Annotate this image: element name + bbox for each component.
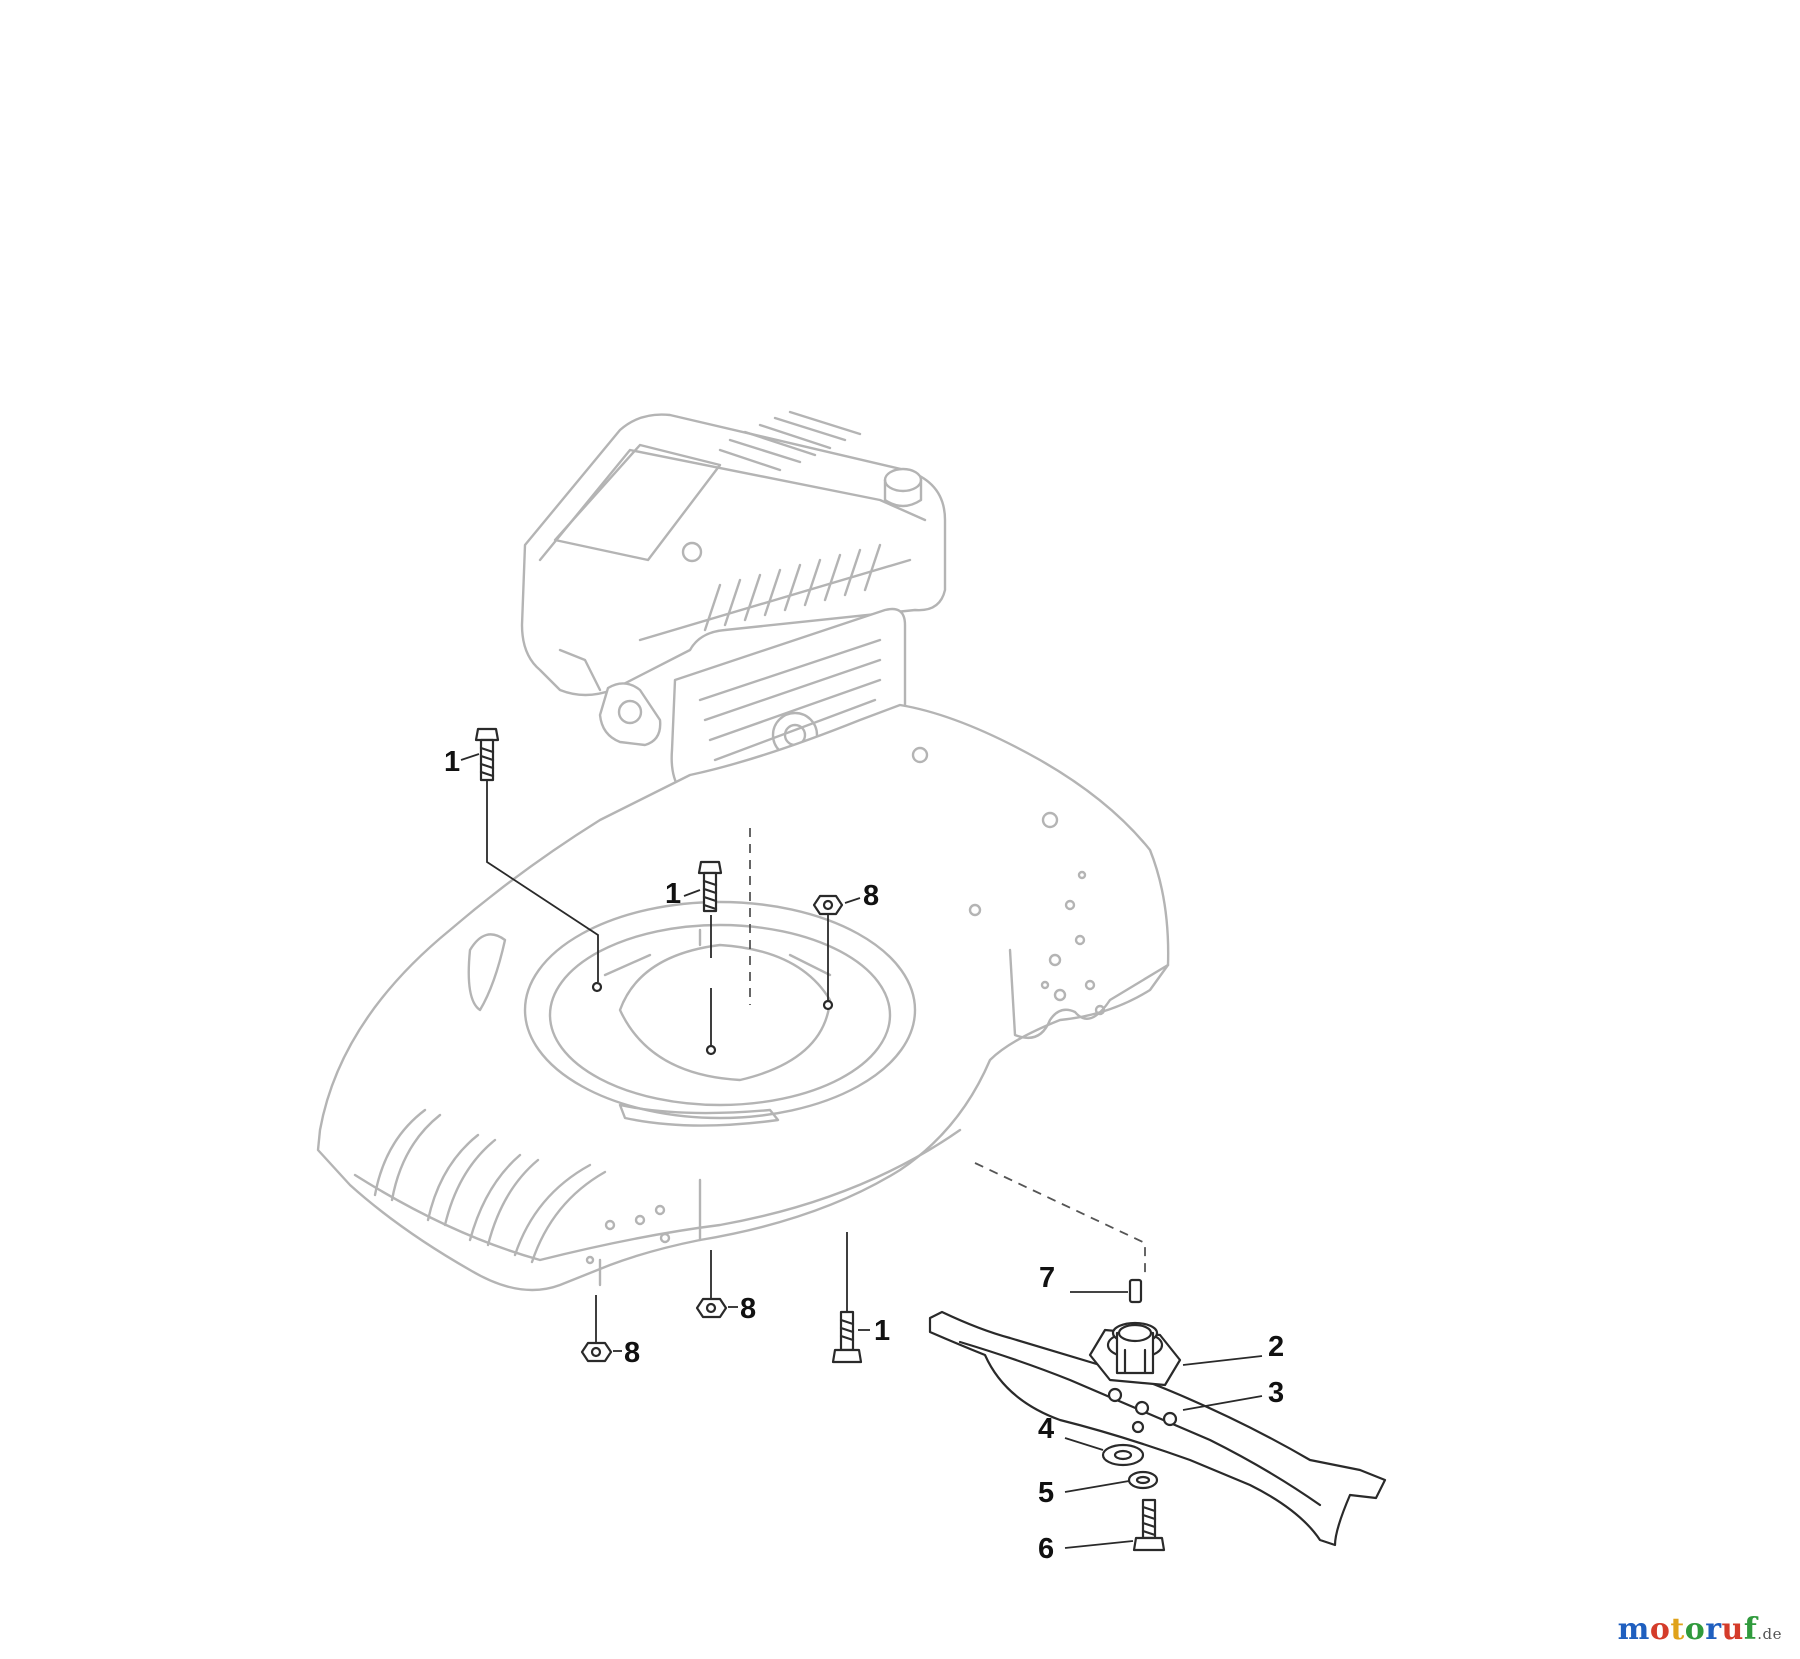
nut-8-upper <box>812 894 844 1000</box>
bolt-1-upper <box>474 727 599 982</box>
callout-1-lower: 1 <box>874 1315 890 1347</box>
nut-8-mid <box>695 1250 728 1319</box>
callout-leaders <box>460 753 1263 1549</box>
callout-1-upper-left: 1 <box>444 746 460 778</box>
watermark-letter: t <box>1670 1612 1685 1647</box>
watermark-suffix: .de <box>1757 1625 1782 1643</box>
deck-hardware <box>591 828 834 1056</box>
watermark-letter: u <box>1721 1612 1744 1647</box>
callout-8-mid: 8 <box>740 1293 756 1325</box>
watermark-letter: f <box>1743 1612 1758 1647</box>
callout-2: 2 <box>1268 1331 1284 1363</box>
callout-6: 6 <box>1038 1533 1054 1565</box>
watermark-text: motoruf <box>1618 1612 1758 1647</box>
bolt-1-lower <box>831 1232 863 1364</box>
callout-3: 3 <box>1268 1377 1284 1409</box>
nut-8-lower <box>580 1295 613 1363</box>
mower-deck-ghost <box>316 703 1170 1292</box>
callout-4: 4 <box>1038 1413 1054 1445</box>
callout-7: 7 <box>1039 1262 1055 1294</box>
callout-8-lower: 8 <box>624 1337 640 1369</box>
callout-1-center: 1 <box>665 878 681 910</box>
watermark-letter: o <box>1684 1612 1706 1647</box>
callout-5: 5 <box>1038 1477 1054 1509</box>
callout-labels: 1 1 8 8 8 1 7 2 3 4 5 6 <box>444 746 1284 1565</box>
callout-8-upper: 8 <box>863 880 879 912</box>
watermark-letter: m <box>1617 1612 1650 1647</box>
motoruf-watermark-logo: motoruf.de <box>1618 1612 1782 1647</box>
bolt-1-center <box>697 860 723 1045</box>
watermark-letter: r <box>1705 1612 1722 1647</box>
blade-assembly <box>928 1162 1387 1552</box>
watermark-letter: o <box>1649 1612 1671 1647</box>
